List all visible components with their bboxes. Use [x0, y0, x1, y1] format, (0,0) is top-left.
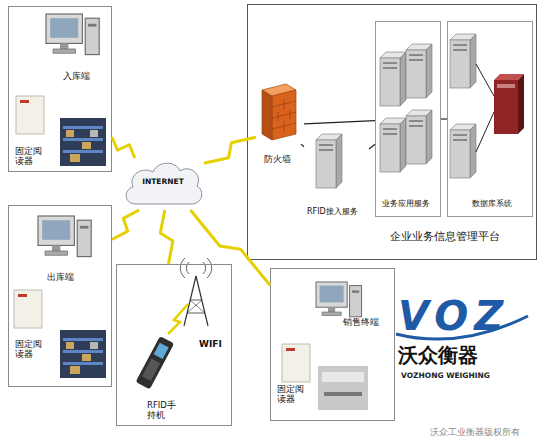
logo-text: 沃众衡器	[398, 344, 478, 366]
network-line	[301, 144, 304, 147]
node-text: RFID接入服务	[307, 207, 358, 216]
lightning-link	[190, 210, 270, 285]
reader-icon	[16, 96, 44, 134]
server-icon	[380, 118, 406, 172]
reader-icon	[282, 344, 310, 382]
db-server-icon	[450, 34, 476, 88]
logo-text: VOZ	[398, 294, 509, 338]
logo-text: VOZHONG WEIGHING	[401, 372, 490, 380]
node-text: RFID手持机	[147, 401, 183, 421]
terminal-box: 销售终端固定阅读器	[270, 268, 395, 421]
network-line	[369, 144, 375, 149]
server-node: RFID接入服务	[301, 129, 369, 221]
server-icon	[380, 52, 406, 106]
cabinet-front	[494, 80, 518, 134]
handheld-keypad	[142, 359, 160, 381]
node-text: 固定阅读器	[15, 340, 45, 360]
lightning-link	[112, 210, 139, 239]
store-photo-counter	[324, 392, 362, 396]
tower-leg	[196, 276, 208, 326]
store-photo	[318, 366, 368, 410]
tower-bar	[187, 313, 205, 314]
network-line	[441, 118, 447, 119]
node-text: 企业业务信息管理平台	[390, 231, 536, 244]
server-icon	[316, 134, 342, 188]
node-text: INTERNET	[122, 178, 204, 187]
warehouse-photo	[60, 118, 106, 166]
wifi-tower	[180, 258, 211, 326]
node-text: 出库端	[47, 272, 74, 282]
server-group-box: 业务应用服务	[375, 21, 441, 217]
node-text: 防火墙	[264, 155, 291, 165]
terminal-box: 出库端固定阅读器	[8, 205, 112, 387]
node-text: 入库端	[63, 71, 90, 81]
handheld-body	[136, 336, 175, 389]
storage-wire	[476, 112, 494, 152]
tower-bar	[190, 300, 202, 301]
network-line	[304, 121, 375, 124]
node-text: 业务应用服务	[382, 200, 430, 209]
tower-leg	[184, 276, 196, 326]
storage-wire	[476, 64, 494, 96]
firewall-side	[262, 90, 272, 140]
node-text: 固定阅读器	[15, 147, 45, 167]
firewall-node: 防火墙	[256, 79, 304, 171]
store-photo-light	[322, 372, 364, 382]
internet-cloud: INTERNET	[122, 158, 204, 210]
pc-icon	[38, 216, 91, 257]
lightning-link	[160, 210, 173, 264]
tower-bar	[190, 300, 205, 313]
lightning-link	[204, 137, 256, 163]
pc-icon	[316, 282, 362, 317]
cabinet-slot	[497, 84, 515, 88]
db-server-icon	[450, 124, 476, 178]
server-icon	[406, 110, 432, 164]
firewall-front	[272, 90, 296, 140]
watermark: 沃众工业衡器版权所有	[430, 428, 520, 437]
terminal-box: WIFI RFID手持机	[116, 264, 232, 426]
terminal-box: 入库端固定阅读器	[8, 6, 112, 172]
node-text: 数据库系统	[472, 200, 512, 209]
node-text: WIFI	[199, 339, 222, 349]
server-icon	[406, 44, 432, 98]
wireless-bolt	[168, 304, 188, 334]
storage-cabinet	[494, 74, 524, 134]
platform-box: 企业业务信息管理平台 防火墙 RFID接入服务 业务应用服务 数据库系统	[247, 4, 537, 260]
reader-icon	[14, 290, 42, 328]
handheld-screen	[154, 343, 169, 359]
node-text: 固定阅读器	[277, 385, 307, 405]
firewall-bricks	[272, 99, 296, 132]
handheld-icon	[136, 336, 175, 389]
tower-bar	[187, 300, 202, 313]
signal-arcs	[180, 258, 211, 278]
cabinet-side	[518, 74, 524, 134]
warehouse-photo	[60, 330, 106, 378]
firewall-icon	[262, 84, 296, 140]
database-box: 数据库系统	[447, 21, 533, 217]
lightning-link	[112, 137, 135, 158]
pc-icon	[46, 14, 99, 55]
node-text: 销售终端	[343, 317, 379, 327]
